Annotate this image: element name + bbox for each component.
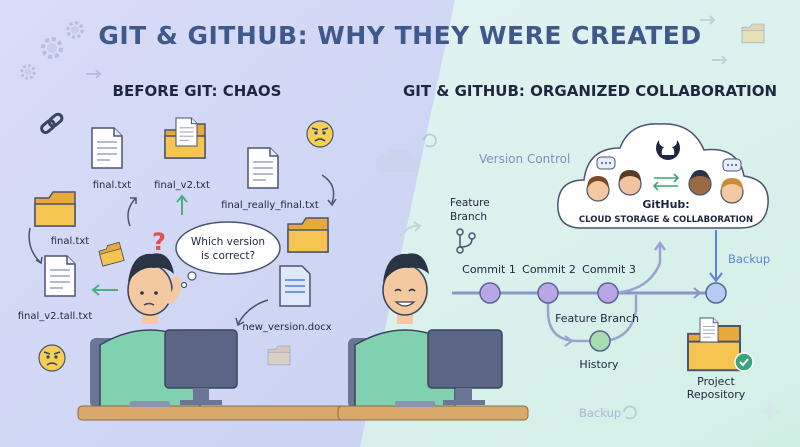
history-node	[589, 330, 611, 352]
avatar	[586, 176, 610, 202]
repo-label-1: Project	[697, 375, 735, 388]
arrow-icon	[712, 55, 728, 65]
version-control-label: Version Control	[479, 152, 570, 166]
document-icon	[247, 147, 279, 189]
chat-icon	[722, 158, 742, 172]
commit-node-2	[537, 282, 559, 304]
arrow-icon	[127, 197, 137, 227]
arrow-icon	[176, 194, 188, 215]
chat-icon	[596, 156, 616, 170]
avatar	[688, 170, 712, 196]
arrow-icon	[399, 221, 422, 237]
commit-node-1	[479, 282, 501, 304]
document-icon	[699, 317, 719, 343]
commit-node-3	[597, 282, 619, 304]
github-icon	[656, 132, 680, 160]
avatar	[618, 170, 642, 196]
question-mark: ?	[152, 228, 166, 256]
github-subtitle: CLOUD STORAGE & COLLABORATION	[579, 215, 753, 225]
bubble-line-1: Which version	[191, 236, 265, 248]
file-label-final-v2-tall: final_v2.tall.txt	[18, 311, 93, 322]
keyboard	[130, 401, 170, 407]
feature-branch-top-line-2: Branch	[450, 211, 487, 223]
github-cloud	[557, 123, 769, 229]
commit-node-head	[705, 282, 727, 304]
arrow-icon	[91, 284, 118, 296]
backup-label-bottom: Backup	[579, 406, 621, 420]
refresh-icon	[423, 133, 437, 148]
feature-branch-label: Feature Branch	[555, 312, 639, 325]
check-icon	[734, 352, 754, 372]
avatar	[720, 178, 744, 204]
branch-icon	[456, 228, 476, 254]
arrow-icon	[693, 287, 702, 299]
arrow-icon	[321, 174, 337, 207]
feature-branch-top-line-1: Feature	[450, 197, 490, 209]
desk	[337, 405, 529, 421]
commit-label-1: Commit 1	[462, 263, 516, 276]
link-icon	[40, 112, 64, 134]
backup-label-right: Backup	[728, 252, 770, 266]
file-label-final-really-final: final_really_final.txt	[221, 200, 319, 211]
thought-bubble	[175, 221, 281, 289]
arrow-icon	[652, 173, 680, 191]
main-title: GIT & GITHUB: WHY THEY WERE CREATED	[98, 21, 701, 50]
document-icon	[279, 265, 311, 307]
refresh-icon	[623, 405, 637, 420]
arrow-icon	[700, 15, 716, 25]
file-label-new-version: new_version.docx	[242, 322, 331, 333]
cloud-icon	[376, 148, 420, 172]
monitor	[164, 329, 238, 405]
file-label-final: final.txt	[93, 180, 132, 191]
file-label-final-2: final.txt	[51, 236, 90, 247]
angry-face-icon	[38, 344, 66, 372]
history-label: History	[579, 358, 619, 371]
document-icon	[44, 255, 76, 297]
arrow-icon	[28, 227, 43, 265]
desk	[77, 405, 351, 421]
commit-label-3: Commit 3	[582, 263, 636, 276]
sparkle-icon	[759, 400, 781, 422]
document-icon	[91, 127, 123, 169]
document-icon	[175, 117, 198, 147]
bubble-line-2: is correct?	[201, 250, 255, 262]
monitor	[427, 329, 503, 405]
keyboard	[395, 401, 435, 407]
file-label-final-v2: final_v2.txt	[154, 180, 210, 191]
left-heading: BEFORE GIT: CHAOS	[113, 82, 282, 100]
repo-label-2: Repository	[687, 388, 746, 401]
arrow-icon	[235, 299, 269, 327]
right-heading: GIT & GITHUB: ORGANIZED COLLABORATION	[403, 82, 777, 100]
github-title: GitHub:	[642, 198, 689, 211]
commit-label-2: Commit 2	[522, 263, 576, 276]
feature-branch-line	[546, 293, 638, 343]
angry-face-icon	[306, 120, 334, 148]
arrow-icon	[86, 69, 102, 79]
